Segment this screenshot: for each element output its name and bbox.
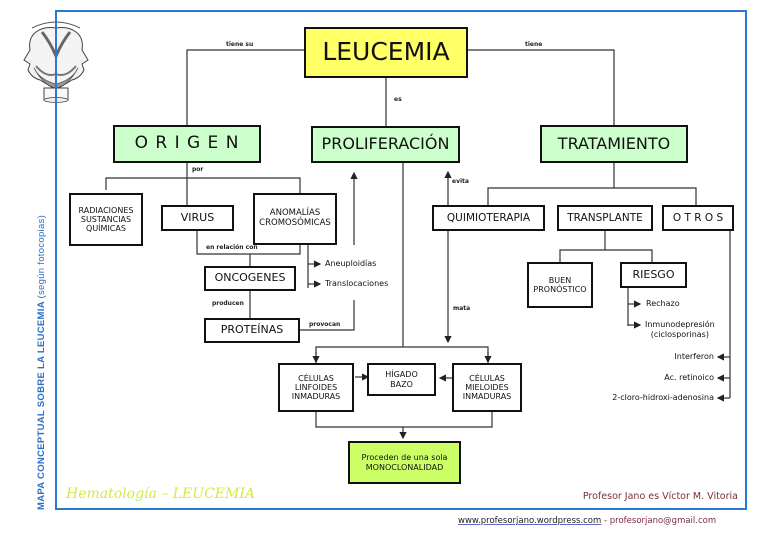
link-tratamiento-branch [487,187,697,205]
leaf-cloro-hidroxi-adenosina: 2-cloro-hidroxi-adenosina [612,393,714,402]
node-celulas-mieloides[interactable]: CÉLULAS MIELOIDES INMADURAS [452,363,522,412]
node-buen-pronostico-line2: PRONÓSTICO [533,285,587,294]
node-anomalias[interactable]: ANOMALÍAS CROMOSÓMICAS [253,193,337,245]
node-riesgo[interactable]: RIESGO [620,262,687,288]
link-provocan [300,300,355,331]
node-monoclonalidad[interactable]: Proceden de una sola MONOCLONALIDAD [348,441,461,484]
link-transplante-branch [559,249,653,262]
node-quimioterapia[interactable]: QUIMIOTERAPIA [432,205,545,231]
link-por-branch [105,177,301,193]
node-anomalias-line1: ANOMALÍAS [269,208,321,219]
leaf-inmunodepresion-line1: Inmunodepresión [645,320,715,329]
label-producen: producen [212,300,244,307]
node-oncogenes[interactable]: ONCOGENES [204,266,296,291]
node-buen-pronostico[interactable]: BUEN PRONÓSTICO [527,262,593,308]
node-mieloides-line3: INMADURAS [462,392,512,402]
node-linfoides-line1: CÉLULAS [298,373,334,383]
node-mieloides-line1: CÉLULAS [469,373,505,383]
leaf-rechazo: Rechazo [646,299,680,308]
node-radiaciones-line2: SUSTANCIAS [80,214,132,224]
node-higado-line2: BAZO [390,379,413,389]
node-celulas-linfoides[interactable]: CÉLULAS LINFOIDES INMADURAS [278,363,354,412]
node-radiaciones-line1: RADIACIONES [78,205,134,215]
node-monoclonalidad-line1: Proceden de una sola [361,453,448,463]
node-otros[interactable]: O T R O S [662,205,734,231]
leaf-inmunodepresion: Inmunodepresión (ciclosporinas) [645,320,715,340]
label-provocan: provocan [309,321,341,328]
label-es: es [394,96,402,103]
leaf-translocaciones: Translocaciones [325,279,389,288]
footer-separator: - [601,516,610,526]
node-linfoides-line3: INMADURAS [291,392,341,402]
leaf-interferon: Interferon [674,352,714,361]
node-radiaciones[interactable]: RADIACIONES SUSTANCIAS QUÍMICAS [69,193,143,246]
node-monoclonalidad-line2: MONOCLONALIDAD [365,462,444,472]
node-transplante[interactable]: TRANSPLANTE [557,205,653,231]
node-buen-pronostico-line1: BUEN [548,275,572,285]
leaf-aneuploidias: Aneuploidías [325,259,377,268]
link-en-relacion [196,231,301,255]
label-por: por [192,166,204,173]
website-link[interactable]: www.profesorjano.wordpress.com [458,516,602,526]
email-link[interactable]: profesorjano@gmail.com [609,516,717,526]
label-tiene-su: tiene su [226,41,254,48]
node-tratamiento[interactable]: TRATAMIENTO [540,125,688,163]
node-mieloides-line2: MIELOIDES [465,382,509,392]
link-tiene-su [186,49,305,125]
label-evita: evita [452,178,469,185]
footer-contact: www.profesorjano.wordpress.com - profeso… [458,516,716,526]
leaf-inmunodepresion-line2: (ciclosporinas) [650,330,709,339]
label-tiene: tiene [525,41,543,48]
node-higado-bazo[interactable]: HÍGADO BAZO [367,363,436,396]
footer-author: Profesor Jano es Víctor M. Vitoria [582,491,738,502]
label-mata: mata [453,305,471,312]
node-origen[interactable]: O R I G E N [113,125,261,163]
footer-title: Hematología – LEUCEMIA [66,486,255,502]
link-cells-merge [315,412,493,428]
node-leucemia[interactable]: LEUCEMIA [304,27,468,78]
node-anomalias-line2: CROMOSÓMICAS [259,218,331,228]
node-proliferacion[interactable]: PROLIFERACIÓN [311,126,460,163]
leaf-ac-retinoico: Ac. retinoico [664,373,714,382]
link-tiene [468,49,615,125]
node-radiaciones-line3: QUÍMICAS [86,224,126,234]
label-en-relacion-con: en relación con [206,244,258,251]
node-higado-line1: HÍGADO [385,370,418,380]
link-cells-branch [315,346,489,364]
node-linfoides-line2: LINFOIDES [294,382,338,392]
node-virus[interactable]: VIRUS [161,205,234,231]
node-proteinas[interactable]: PROTEÍNAS [204,318,300,343]
